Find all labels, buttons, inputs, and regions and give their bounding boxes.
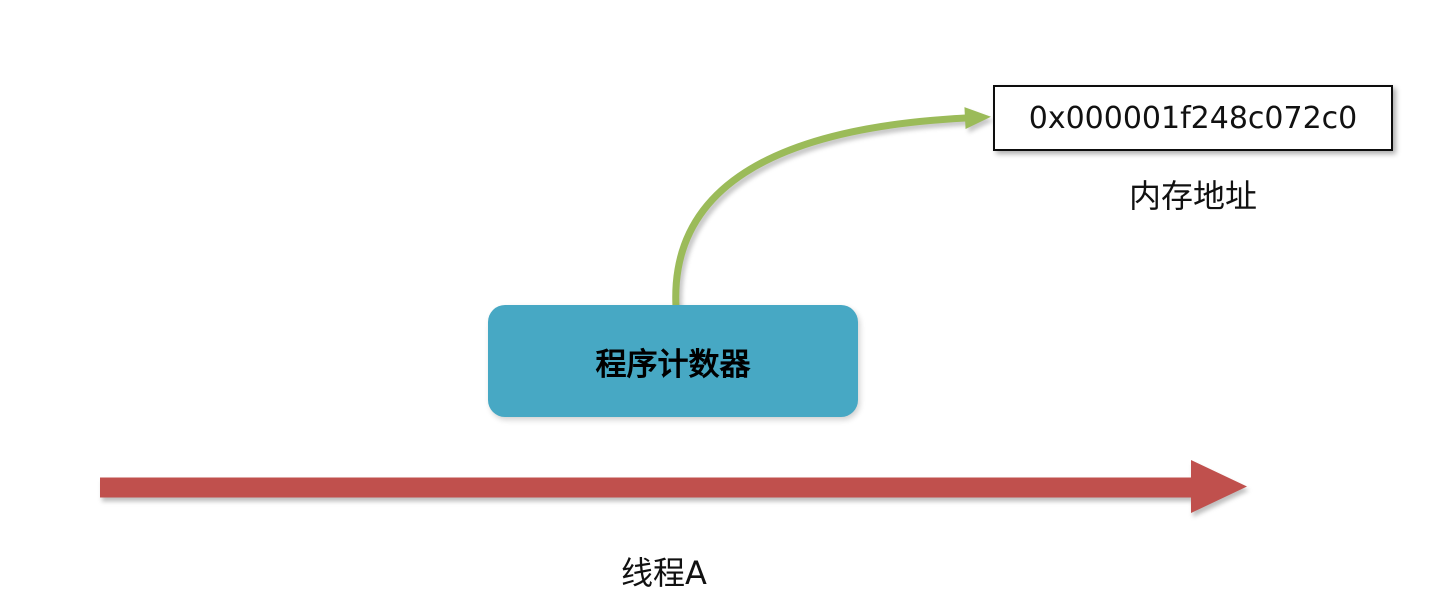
memory-address-box: 0x000001f248c072c0 [993, 85, 1393, 151]
pointer-arrow-curve [672, 107, 991, 308]
program-counter-box: 程序计数器 [488, 305, 858, 417]
program-counter-label: 程序计数器 [595, 346, 751, 383]
thread-timeline-arrow [100, 460, 1247, 513]
thread-a-label: 线程A [621, 554, 707, 592]
memory-address-value: 0x000001f248c072c0 [1028, 100, 1358, 136]
memory-address-caption: 内存地址 [1128, 177, 1257, 215]
